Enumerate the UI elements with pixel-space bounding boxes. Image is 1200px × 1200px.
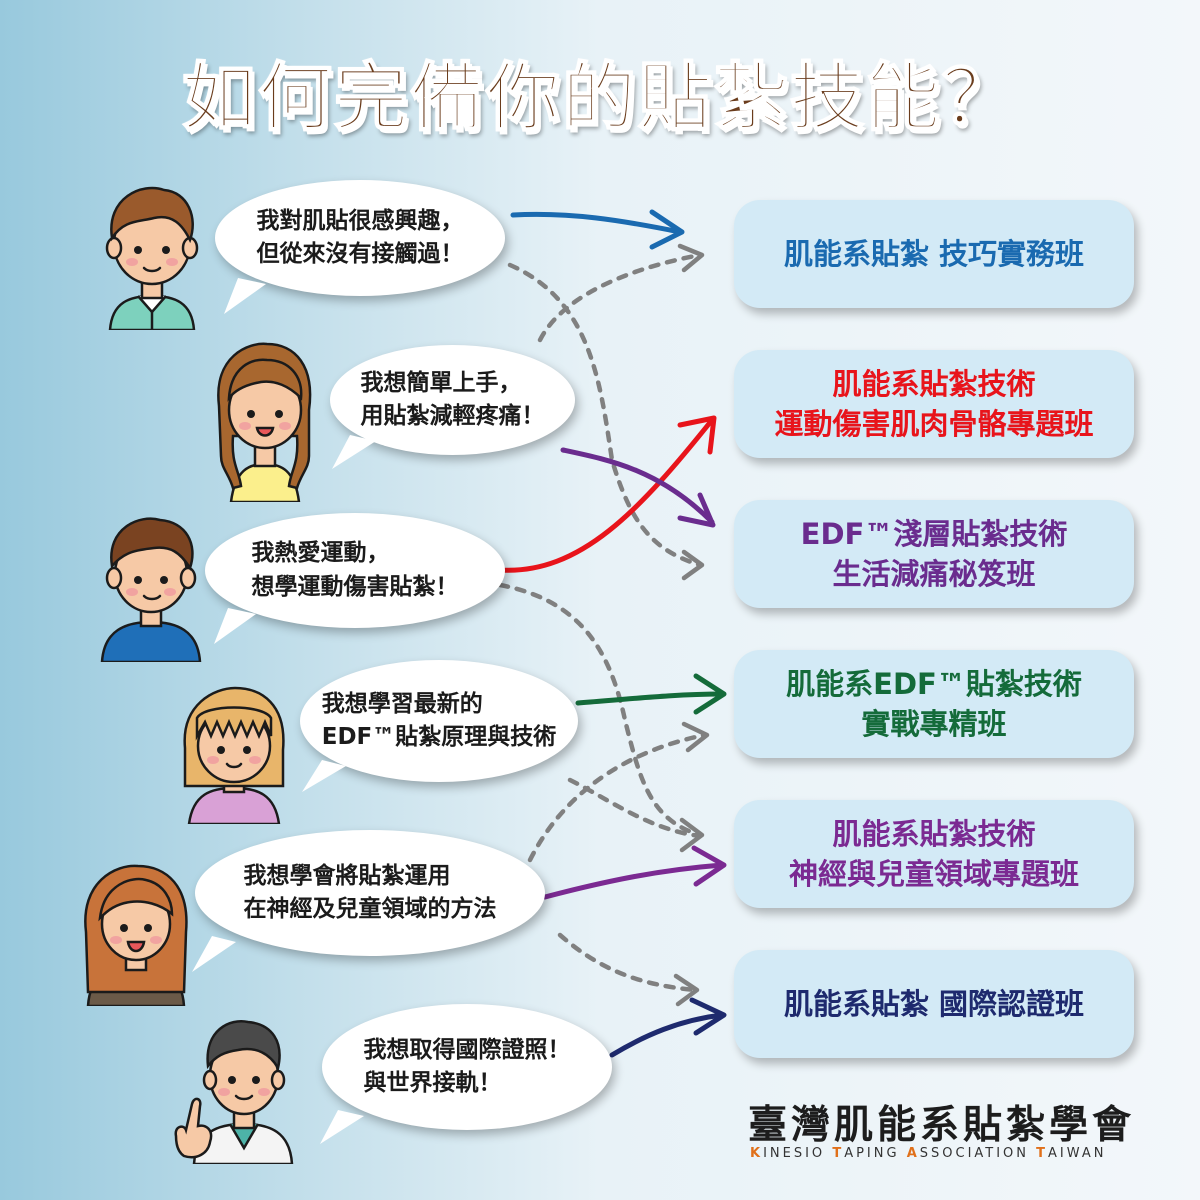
- speech-bubble-2: 我想簡單上手， 用貼紮減輕疼痛！: [330, 345, 575, 455]
- course-box-6[interactable]: 肌能系貼紮 國際認證班: [734, 950, 1134, 1058]
- speech-bubble-1-tail: [224, 278, 266, 314]
- dashed-arrow-4: [567, 777, 703, 839]
- bubble-1-line-2: 但從來沒有接觸過！: [256, 241, 464, 267]
- course-box-5[interactable]: 肌能系貼紮技術 神經與兒童領域專題班: [734, 800, 1134, 908]
- avatar-doctor-pointing: [174, 1020, 294, 1164]
- bubble-2-line-1: 我想簡單上手，: [360, 369, 522, 396]
- arrow-navy: [609, 997, 727, 1058]
- arrow-purple: [560, 447, 716, 528]
- course-5-line-1: 肌能系貼紮技術: [832, 816, 1036, 851]
- bubble-2-line-2: 用貼紮減輕疼痛！: [360, 403, 545, 429]
- speech-bubble-5-tail: [192, 936, 236, 972]
- arrow-violet: [542, 845, 727, 900]
- dashed-arrow-6: [557, 932, 698, 993]
- avatar-boy-blue-shirt: [100, 517, 202, 662]
- arrow-green: [575, 673, 727, 715]
- dashed-arrowhead-6: [673, 973, 700, 1007]
- dashed-arrowhead-5: [681, 721, 710, 753]
- dashed-arrowheads: [673, 243, 710, 1007]
- course-box-2[interactable]: 肌能系貼紮技術 運動傷害肌肉骨骼專題班: [734, 350, 1134, 458]
- bubble-5-line-1: 我想學會將貼紮運用: [243, 862, 451, 889]
- course-5-line-2: 神經與兒童領域專題班: [788, 857, 1079, 891]
- avatar-man-short-hair: [105, 186, 199, 330]
- dashed-arrowhead-1: [681, 549, 705, 581]
- course-2-line-1: 肌能系貼紮技術: [832, 366, 1036, 401]
- bubble-4-line-2: EDF™貼紮原理與技術: [321, 724, 557, 750]
- course-box-1[interactable]: 肌能系貼紮 技巧實務班: [734, 200, 1134, 308]
- dashed-arrows: [497, 252, 708, 993]
- arrow-red: [497, 415, 717, 573]
- org-en-cap-1: K: [750, 1146, 764, 1161]
- speech-bubble-4: 我想學習最新的 EDF™貼紮原理與技術: [300, 660, 578, 782]
- speech-bubble-6: 我想取得國際證照！ 與世界接軌！: [322, 1004, 612, 1130]
- speech-bubble-6-tail: [320, 1110, 364, 1144]
- course-2-line-2: 運動傷害肌肉骨骼專題班: [774, 407, 1094, 441]
- dashed-arrow-5: [527, 732, 708, 863]
- org-en-rest-1: INESIO: [763, 1146, 833, 1161]
- organization-name: 臺灣肌能系貼紮學會: [748, 1102, 1136, 1148]
- speech-bubble-4-tail: [302, 760, 346, 792]
- course-3-line-1: EDF™淺層貼紮技術: [800, 516, 1068, 551]
- course-3-line-2: 生活減痛秘笈班: [832, 557, 1036, 591]
- org-en-rest-2: APING: [844, 1146, 907, 1161]
- organization-english-name: KINESIO TAPING ASSOCIATION TAIWAN: [750, 1146, 1142, 1161]
- bubble-4-line-1: 我想學習最新的: [321, 690, 483, 717]
- course-4-line-1: 肌能系EDF™貼紮技術: [786, 666, 1082, 701]
- bubble-6-line-2: 與世界接軌！: [363, 1070, 502, 1096]
- avatar-woman-long-hair: [84, 864, 188, 1006]
- org-en-cap-2: T: [832, 1146, 845, 1161]
- org-en-cap-4: T: [1036, 1146, 1049, 1161]
- bubble-5-line-2: 在神經及兒童領域的方法: [243, 896, 497, 922]
- speech-bubble-1: 我對肌貼很感興趣， 但從來沒有接觸過！: [215, 180, 505, 296]
- avatar-girl-pink-shirt: [183, 686, 285, 824]
- course-box-3[interactable]: EDF™淺層貼紮技術 生活減痛秘笈班: [734, 500, 1134, 608]
- bubble-3-line-2: 想學運動傷害貼紮！: [251, 573, 459, 600]
- bubble-6-line-1: 我想取得國際證照！: [363, 1036, 571, 1063]
- dashed-arrow-3: [497, 582, 703, 838]
- org-en-rest-4: AIWAN: [1048, 1146, 1107, 1161]
- dashed-arrow-2: [537, 252, 703, 343]
- dashed-arrowhead-3: [679, 817, 705, 853]
- avatar-girl-braids: [217, 342, 312, 502]
- bubble-1-line-1: 我對肌貼很感興趣，: [256, 207, 464, 234]
- course-1-line-1: 肌能系貼紮 技巧實務班: [783, 236, 1085, 271]
- org-en-cap-3: A: [906, 1146, 920, 1161]
- course-4-line-2: 實戰專精班: [861, 707, 1007, 741]
- speech-bubble-3-tail: [214, 608, 256, 644]
- course-6-line-1: 肌能系貼紮 國際認證班: [783, 986, 1085, 1021]
- course-box-4[interactable]: 肌能系EDF™貼紮技術 實戰專精班: [734, 650, 1134, 758]
- org-en-rest-3: SSOCIATION: [919, 1146, 1037, 1161]
- dashed-arrow-1: [507, 262, 703, 568]
- page-title: 如何完備你的貼紮技能？: [181, 54, 1018, 142]
- dashed-arrowhead-2: [677, 243, 705, 273]
- speech-bubble-3: 我熱愛運動， 想學運動傷害貼紮！: [205, 513, 505, 628]
- speech-bubble-5: 我想學會將貼紮運用在神經及兒童領域的方法: [195, 830, 545, 956]
- speech-bubble-2-tail: [332, 435, 376, 469]
- arrow-blue: [510, 209, 685, 250]
- bubble-3-line-1: 我熱愛運動，: [251, 540, 390, 567]
